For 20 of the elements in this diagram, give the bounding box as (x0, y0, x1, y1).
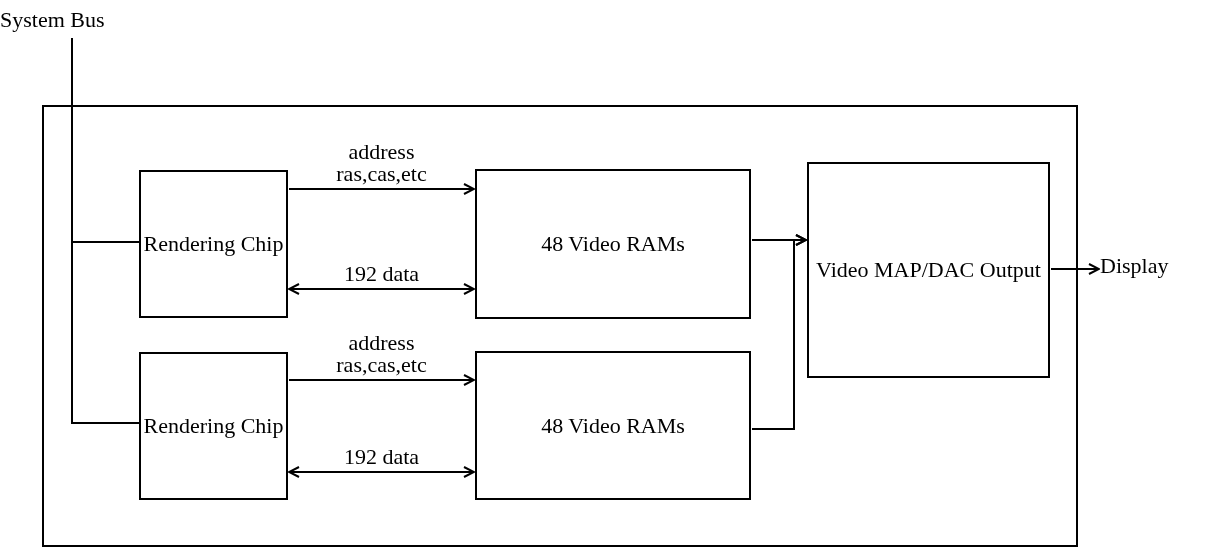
display-label: Display (1100, 252, 1169, 280)
chip-box (139, 170, 288, 318)
board-outline (42, 105, 1078, 547)
signal-arrow (288, 374, 475, 386)
node-label: Video MAP/DAC Output (815, 256, 1042, 284)
output-box (807, 162, 1050, 378)
arrow (1050, 263, 1100, 275)
node-label: Rendering Chip (142, 230, 285, 258)
signal-arrow (288, 283, 475, 295)
memory-box (475, 169, 751, 319)
signal-arrow (288, 466, 475, 478)
signal-arrow (288, 183, 475, 195)
node-label: 48 Video RAMs (540, 411, 686, 440)
arrow (751, 234, 807, 430)
node-label: Rendering Chip (142, 412, 285, 440)
node-label: 48 Video RAMs (540, 230, 686, 258)
chip-box (139, 352, 288, 500)
bus-label: System Bus (0, 6, 105, 34)
memory-box (475, 351, 751, 500)
bus-line (71, 37, 140, 424)
